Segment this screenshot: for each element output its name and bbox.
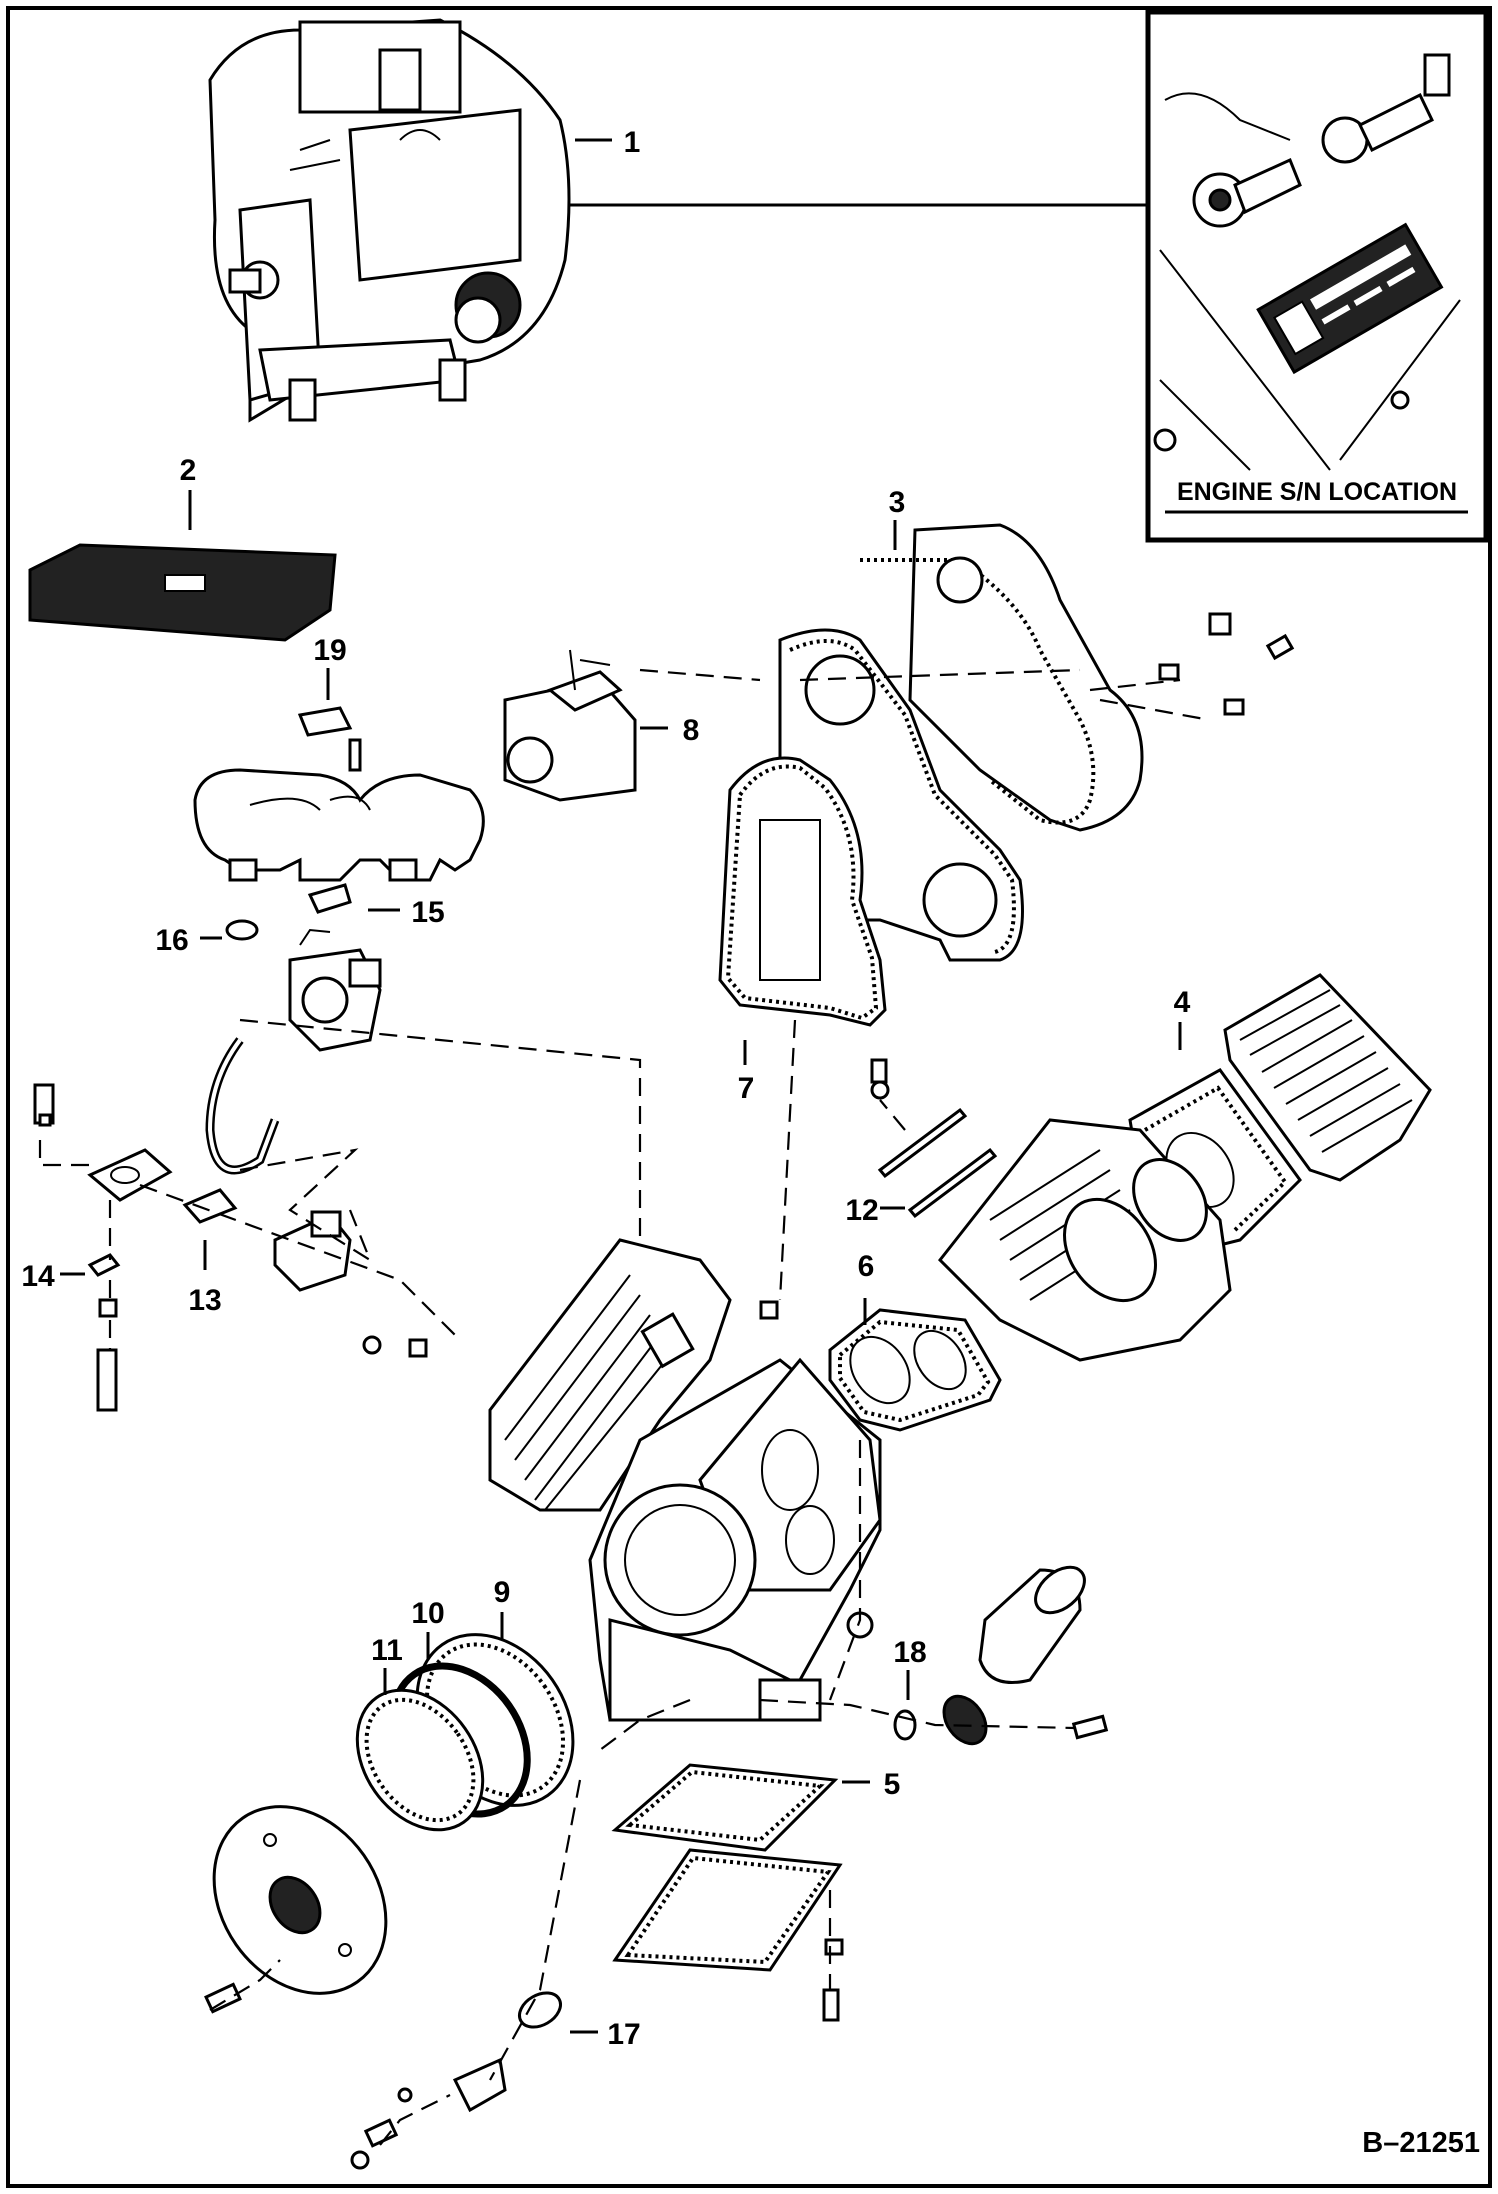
callout-4: 4 <box>1174 986 1191 1019</box>
gasket-plate-7 <box>718 756 887 1027</box>
cylinder-barrel <box>937 1118 1232 1362</box>
callout-16: 16 <box>155 924 188 957</box>
spacer-14 <box>87 1253 121 1412</box>
callout-1: 1 <box>624 126 641 159</box>
head-gasket-6 <box>828 1308 1002 1432</box>
oil-filter <box>893 1565 1086 1746</box>
valve-gaskets-12 <box>870 1058 998 1219</box>
air-filter-element <box>28 543 337 642</box>
figure-id: B–21251 <box>1362 2127 1480 2159</box>
crankcase-block <box>488 1238 882 1722</box>
callout-18: 18 <box>893 1636 926 1669</box>
callout-7: 7 <box>738 1072 755 1105</box>
callout-10: 10 <box>411 1597 444 1630</box>
o-ring-16 <box>225 919 259 941</box>
callout-11: 11 <box>371 1634 403 1667</box>
callout-3: 3 <box>889 486 906 519</box>
fuel-pump <box>273 1210 428 1358</box>
callout-13: 13 <box>188 1284 221 1317</box>
intake-manifold <box>193 738 485 882</box>
gasket-13 <box>182 1188 238 1224</box>
callout-8: 8 <box>683 714 700 747</box>
oil-seal-11 <box>355 1688 485 1832</box>
engine-assembly <box>208 18 571 423</box>
oil-pan-gasket-5 <box>611 1763 839 1852</box>
starter-motor <box>503 649 637 802</box>
callout-2: 2 <box>180 454 197 487</box>
inset-title: ENGINE S/N LOCATION <box>1177 478 1457 506</box>
callout-17: 17 <box>607 2018 640 2051</box>
serial-number-inset: ENGINE S/N LOCATION <box>1145 9 1489 543</box>
fasteners <box>759 612 1295 2022</box>
page-border <box>6 6 1492 2188</box>
callout-6: 6 <box>858 1250 875 1283</box>
end-cover <box>212 1805 388 1995</box>
callout-5: 5 <box>884 1768 901 1801</box>
carburetor <box>288 928 382 1052</box>
callout-14: 14 <box>21 1260 55 1293</box>
callout-19: 19 <box>313 634 346 667</box>
gasket-15 <box>307 883 352 914</box>
callout-9: 9 <box>494 1576 511 1609</box>
fitting-17 <box>204 1982 562 2170</box>
oil-pan <box>612 1848 843 1972</box>
callout-12: 12 <box>845 1194 878 1227</box>
assembly-lines <box>38 668 1211 2146</box>
fuel-pump-bracket <box>33 1083 173 1202</box>
callout-15: 15 <box>411 896 444 929</box>
gasket-19 <box>297 706 353 737</box>
